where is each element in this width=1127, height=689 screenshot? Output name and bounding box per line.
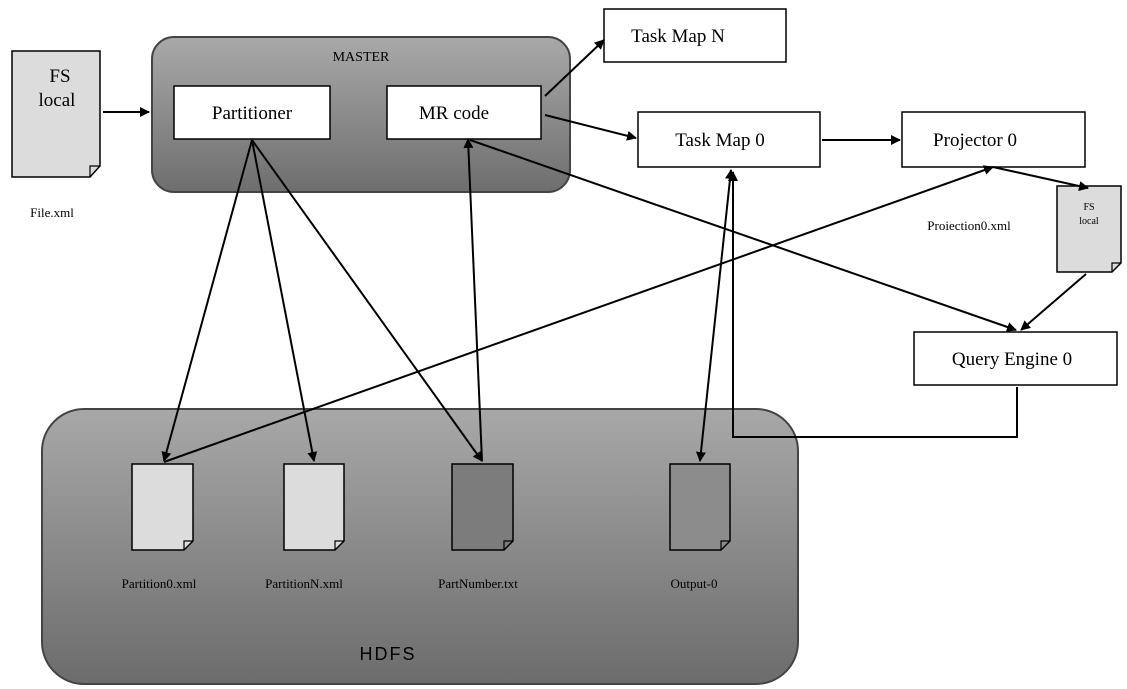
partitionn-caption: PartitionN.xml (265, 576, 343, 591)
task-map-0-box: Task Map 0 (637, 111, 821, 168)
fs-local-projection-label-line1: FS (1083, 202, 1094, 213)
hdfs-container: HDFS (41, 408, 799, 685)
arrow-projector-to-fs-local (992, 166, 1089, 191)
output-0-caption: Output-0 (671, 576, 718, 591)
fs-local-projection-document: FS local (1056, 185, 1122, 273)
mr-code-box: MR code (386, 85, 542, 140)
query-engine-0-label: Query Engine 0 (952, 349, 1072, 370)
task-map-n-label: Task Map N (631, 26, 725, 47)
arrow-partnumber-to-mr (463, 138, 483, 462)
task-map-0-label: Task Map 0 (675, 130, 764, 151)
partition0-caption: Partition0.xml (122, 576, 197, 591)
fs-local-input-label-line1: FS (49, 66, 70, 87)
arrow-mr-to-task-map-n (544, 39, 605, 97)
partitioner-label: Partitioner (212, 103, 293, 124)
query-engine-0-box: Query Engine 0 (913, 331, 1118, 386)
fs-local-input-label-line2: local (39, 90, 76, 111)
partition0-document (131, 463, 194, 551)
projector-0-label: Projector 0 (933, 130, 1017, 151)
master-label: MASTER (333, 50, 390, 65)
projection-xml-caption: Proiection0.xml (927, 218, 1011, 233)
partitionn-document (283, 463, 345, 551)
arrow-query-engine-to-task-map (728, 171, 1018, 438)
file-xml-caption: File.xml (30, 205, 74, 220)
arrow-partition0-to-projector (163, 165, 994, 463)
master-container: MASTER (151, 36, 571, 193)
arrow-fs-local-to-query-engine (1020, 273, 1087, 331)
mr-code-label: MR code (419, 103, 489, 124)
fs-local-projection-label-line2: local (1079, 216, 1099, 227)
arrow-mr-to-query-engine (469, 139, 1017, 332)
arrow-partitioner-to-partitionn (251, 139, 318, 462)
arrow-task-map-to-output (695, 169, 736, 462)
arrow-partitioner-to-partition0 (161, 139, 253, 462)
arrow-mr-to-task-map-0 (544, 114, 637, 141)
partitioner-box: Partitioner (173, 85, 331, 140)
hdfs-label: HDFS (360, 644, 417, 664)
partnumber-caption: PartNumber.txt (438, 576, 518, 591)
projector-0-box: Projector 0 (901, 111, 1086, 168)
fs-local-input-document: FS local (11, 50, 101, 178)
output-0-document (669, 463, 731, 551)
task-map-n-box: Task Map N (603, 8, 787, 63)
arrow-partitioner-to-partnumber (251, 139, 483, 462)
partnumber-document (451, 463, 514, 551)
connectors (103, 39, 1089, 463)
